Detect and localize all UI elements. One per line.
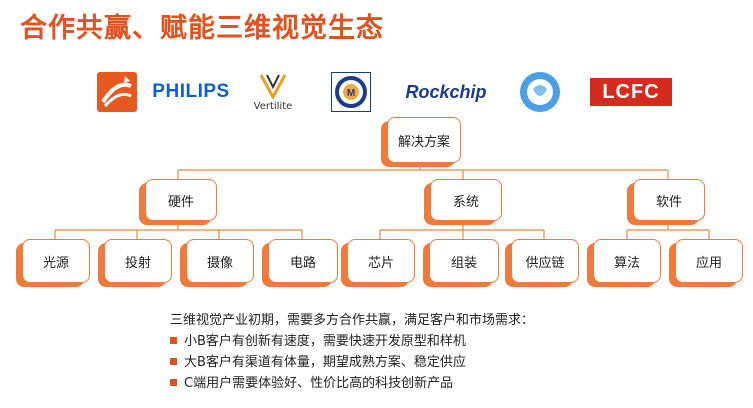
description-intro: 三维视觉产业初期，需要多方合作共赢，满足客户和市场需求：: [170, 313, 535, 328]
logo-m-icon: M: [331, 70, 371, 114]
logo-lcfc: LCFC: [589, 70, 673, 114]
logo-philips: PHILIPS: [152, 81, 230, 102]
logo-orange-icon: [97, 70, 137, 114]
description-bullet: 大B客户有渠道有体量，期望成熟方案、稳定供应: [170, 352, 534, 373]
node-camera: 摄像: [186, 239, 254, 283]
node-chip: 芯片: [347, 239, 415, 283]
tree-connectors: [54, 162, 710, 240]
node-circuit: 电路: [268, 239, 338, 283]
description: 三维视觉产业初期，需要多方合作共赢，满足客户和市场需求： 小B客户有创新有速度，…: [170, 310, 534, 394]
node-hardware: 硬件: [145, 179, 217, 221]
logo-drop-icon: [519, 70, 561, 114]
logo-rockchip: Rockchip: [405, 81, 487, 102]
node-projection: 投射: [104, 239, 172, 283]
node-system: 系统: [430, 179, 502, 221]
node-light-source: 光源: [22, 239, 90, 283]
description-list: 小B客户有创新有速度，需要快速开发原型和样机 大B客户有渠道有体量，期望成熟方案…: [170, 331, 534, 394]
description-bullet: 小B客户有创新有速度，需要快速开发原型和样机: [170, 331, 534, 352]
node-algorithm: 算法: [593, 239, 661, 283]
page-title: 合作共赢、赋能三维视觉生态: [20, 13, 384, 44]
description-bullet: C端用户需要体验好、性价比高的科技创新产品: [170, 373, 534, 394]
logo-vertilite: Vertilite: [246, 70, 300, 114]
node-root: 解决方案: [387, 117, 461, 163]
node-software: 软件: [633, 179, 705, 221]
svg-text:M: M: [347, 88, 355, 99]
node-assembly: 组装: [429, 239, 499, 283]
node-supply-chain: 供应链: [511, 239, 579, 283]
node-application: 应用: [675, 239, 743, 283]
